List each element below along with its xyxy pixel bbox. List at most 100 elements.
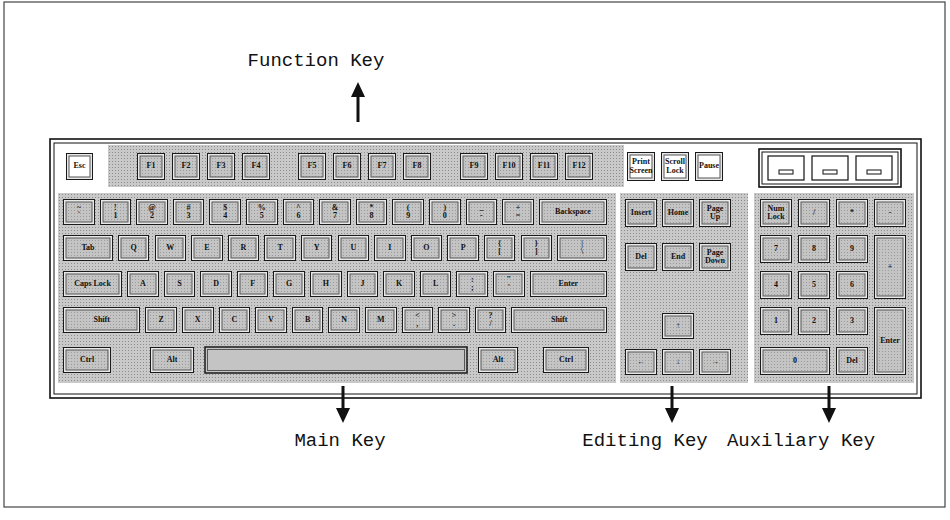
keyboard-key: F2	[172, 153, 200, 180]
keyboard-key: |\	[557, 235, 607, 261]
keyboard-key: G	[273, 271, 305, 297]
indicator-lamp	[779, 170, 793, 174]
keyboard-key: 3	[836, 307, 868, 335]
keyboard-key: *8	[356, 199, 388, 225]
key-label: *	[849, 209, 855, 217]
key-label: '	[507, 284, 511, 292]
keyboard-key: S	[164, 271, 196, 297]
keyboard-key: W	[155, 235, 187, 261]
keyboard-key: Page Up	[699, 199, 731, 227]
key-label: Page Down	[700, 249, 730, 266]
leader-line	[671, 386, 674, 410]
keyboard-key: *	[836, 199, 868, 227]
key-label: J	[359, 280, 365, 288]
key-label: N	[340, 316, 348, 324]
indicator-light	[812, 156, 848, 180]
keyboard-key: 5	[798, 271, 830, 299]
key-label: 4	[222, 212, 228, 220]
key-label: :	[470, 276, 475, 284]
key-label: F8	[412, 162, 423, 170]
key-label: 1	[112, 212, 118, 220]
zone-label: Main Key	[294, 430, 385, 452]
keyboard-key: 2	[798, 307, 830, 335]
key-label: F	[249, 280, 256, 288]
keyboard-key: P	[447, 235, 479, 261]
key-label: Del	[634, 253, 648, 261]
key-label: *	[369, 204, 375, 212]
keyboard-key: "'	[493, 271, 525, 297]
key-label: F9	[469, 162, 480, 170]
indicator-panel-inner	[762, 152, 898, 184]
keyboard-key: Ctrl	[543, 347, 589, 373]
key-label: 9	[405, 212, 411, 220]
key-label: [	[497, 248, 502, 256]
key-label: =	[515, 212, 522, 220]
key-label: ;	[470, 284, 475, 292]
key-label: F7	[377, 162, 388, 170]
key-label: }	[534, 240, 539, 248]
keyboard-key: Esc	[66, 153, 93, 180]
keyboard-key: ↓	[662, 349, 694, 375]
key-label: 6	[849, 281, 855, 289]
keyboard-key: Insert	[625, 199, 657, 227]
key-label: <	[414, 312, 421, 320]
key-label: ]	[534, 248, 539, 256]
key-label: Shift	[92, 316, 110, 324]
keyboard-key: I	[374, 235, 406, 261]
key-zone: Function KeyF1F2F3F4F5F6F7F8F9F10F11F12	[108, 145, 624, 187]
key-label: 2	[811, 317, 817, 325]
keyboard-inner-edge	[54, 143, 917, 394]
leader-line	[357, 96, 360, 122]
key-label: 6	[295, 212, 301, 220]
keyboard-key: F12	[565, 153, 593, 180]
indicator-lamp	[823, 170, 837, 174]
key-label: A	[139, 280, 147, 288]
keyboard-key: 6	[836, 271, 868, 299]
keyboard-key: →	[699, 349, 731, 375]
keyboard-key: F5	[298, 153, 326, 180]
key-label: Scroll Lock	[662, 158, 688, 175]
leader-line	[342, 386, 345, 410]
space-bar	[205, 347, 467, 373]
space-bar-inner	[208, 350, 465, 371]
keyboard-key: F7	[368, 153, 396, 180]
keyboard-key: +	[874, 235, 906, 299]
indicator-lamp	[867, 170, 881, 174]
key-label: P	[460, 244, 467, 252]
key-label: ~	[76, 204, 82, 212]
key-label: @	[147, 204, 156, 212]
key-label: )	[442, 204, 447, 212]
keyboard-key: !1	[100, 199, 132, 225]
key-label: End	[670, 253, 686, 261]
key-label: S	[176, 280, 182, 288]
keyboard-key: (9	[392, 199, 424, 225]
key-label: .	[452, 320, 456, 328]
key-label: /	[488, 320, 492, 328]
keyboard-key: F	[237, 271, 269, 297]
keyboard-key: H	[310, 271, 342, 297]
keyboard-key: ←	[625, 349, 657, 375]
keyboard-key: Scroll Lock	[661, 152, 689, 181]
keyboard-key: <,	[402, 307, 434, 333]
indicator-light	[856, 156, 892, 180]
keyboard-key: -	[874, 199, 906, 227]
key-label: Insert	[630, 209, 652, 217]
key-label: Pause	[698, 162, 720, 170]
key-label: ←	[636, 358, 646, 366]
key-label: >	[451, 312, 458, 320]
key-label: D	[212, 280, 220, 288]
keyboard-key: +=	[502, 199, 534, 225]
keyboard-key: E	[191, 235, 223, 261]
keyboard-key: F11	[530, 153, 558, 180]
keyboard-key: X	[182, 307, 214, 333]
keyboard-key: End	[662, 243, 694, 271]
key-label: 3	[186, 212, 192, 220]
key-label: 9	[849, 245, 855, 253]
key-label: G	[285, 280, 293, 288]
keyboard-key: Shift	[63, 307, 140, 333]
key-label: {	[497, 240, 502, 248]
key-label: $	[222, 204, 228, 212]
key-label: 5	[811, 281, 817, 289]
key-label: |	[580, 240, 584, 248]
keyboard-key: ^6	[283, 199, 315, 225]
